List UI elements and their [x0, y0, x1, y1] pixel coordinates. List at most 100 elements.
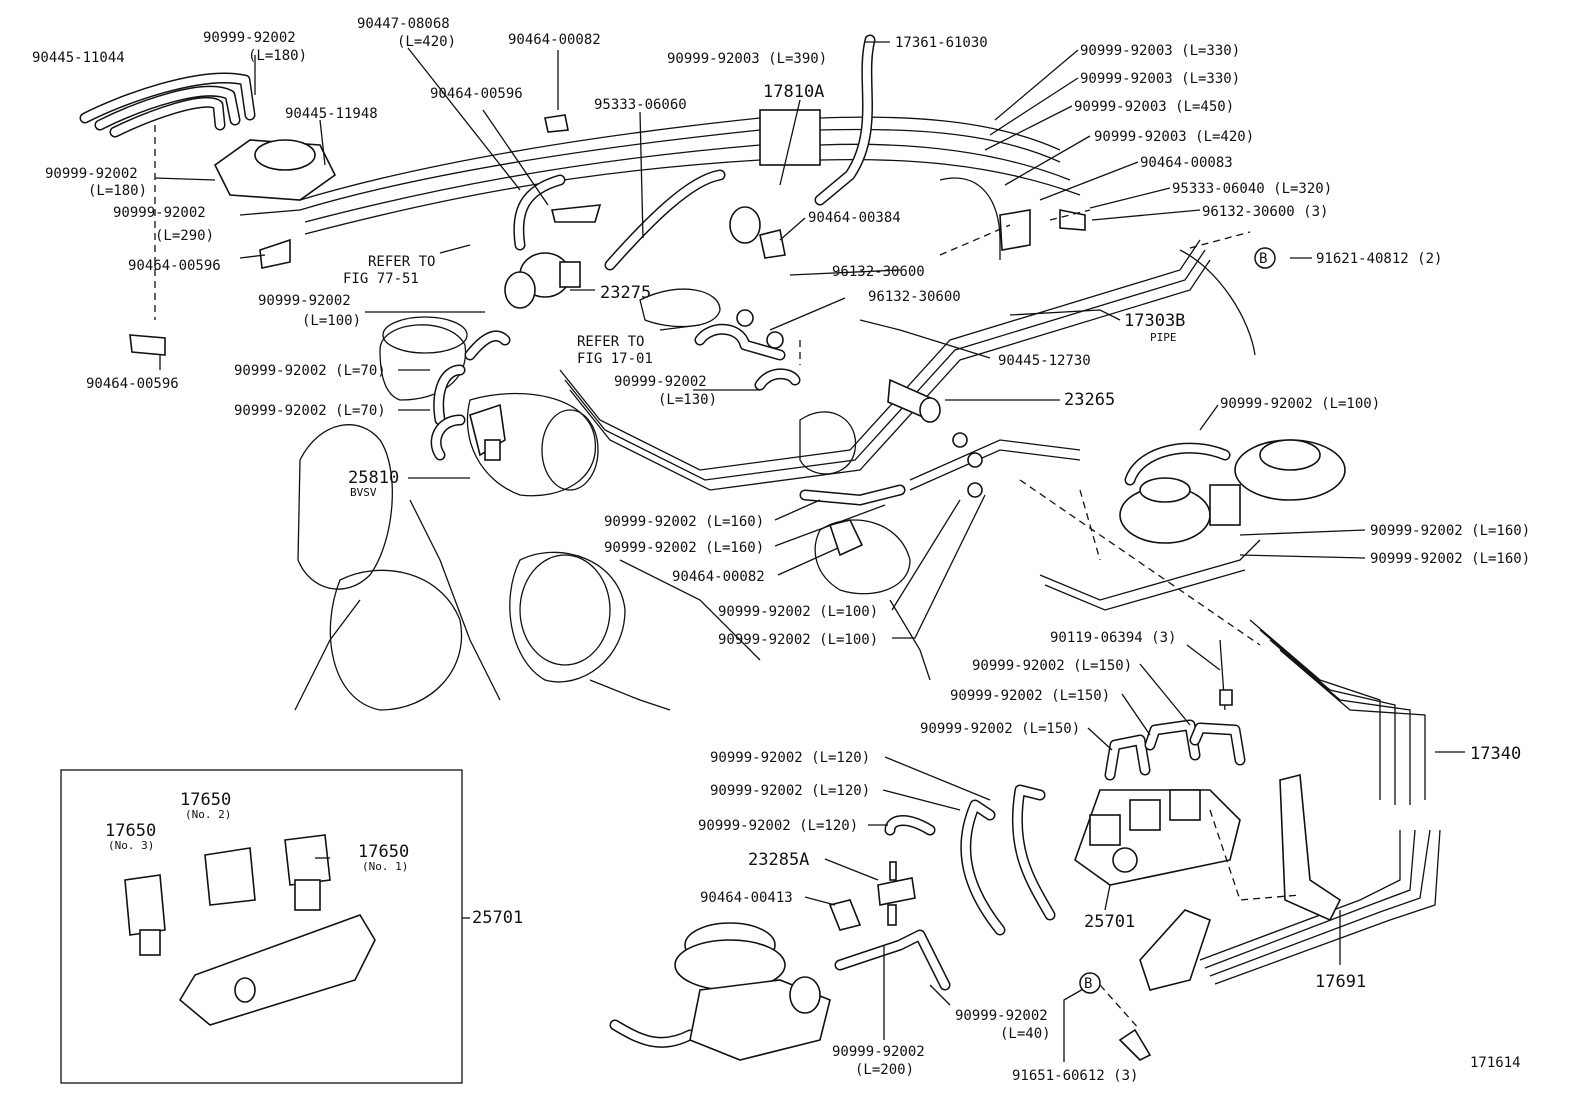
part-label-p9: 90999-92003 (L=450)	[1074, 99, 1234, 115]
part-label-p7: 90999-92003 (L=330)	[1080, 43, 1240, 59]
part-label-p25: REFER TO	[368, 254, 435, 270]
part-label-p28b: FIG 17-01	[577, 351, 653, 367]
vsv-bracket-25701-main	[1074, 639, 1241, 886]
part-label-p58: 90999-92002	[832, 1044, 925, 1060]
part-label-p19: 90999-92002	[45, 166, 138, 182]
part-label-p4: 90464-00082	[508, 32, 601, 48]
canister-top-left	[213, 139, 337, 201]
part-label-p40: 90999-92002 (L=160)	[1370, 523, 1530, 539]
part-label-p42: 90464-00082	[672, 569, 765, 585]
part-label-p57b: (L=40)	[1000, 1026, 1051, 1042]
part-label-p49: 17340	[1470, 744, 1521, 764]
part-label-p11: 90464-00083	[1140, 155, 1233, 171]
rubber-hoses	[79, 34, 1246, 1048]
clamps	[129, 114, 1086, 931]
part-label-p30: 90445-12730	[998, 353, 1091, 369]
part-label-p59: 91651-60612 (3)	[1012, 1068, 1138, 1084]
leader-lines	[154, 41, 1465, 1062]
part-label-p43: 90999-92002 (L=100)	[718, 604, 878, 620]
diaphragm-bottom	[674, 922, 831, 1061]
part-label-p60b: (No. 2)	[185, 808, 231, 821]
part-label-p41: 90999-92002 (L=160)	[1370, 551, 1530, 567]
part-label-p62b: (No. 1)	[362, 860, 408, 873]
part-label-p39: 90999-92002 (L=160)	[604, 540, 764, 556]
inset-box	[60, 769, 463, 1084]
part-label-p24: 90464-00596	[128, 258, 221, 274]
part-label-p16: 90464-00596	[430, 86, 523, 102]
part-label-p3b: (L=420)	[397, 34, 456, 50]
part-label-p34b: (L=130)	[658, 392, 717, 408]
part-label-p61: 17650	[105, 821, 156, 841]
part-label-p57: 90999-92002	[955, 1008, 1048, 1024]
part-label-p55: 25701	[1084, 912, 1135, 932]
part-label-p8: 90999-92003 (L=330)	[1080, 71, 1240, 87]
part-label-p44: 90999-92002 (L=100)	[718, 632, 878, 648]
part-label-p32: 90999-92002 (L=70)	[234, 363, 386, 379]
marker-b-top: B	[1254, 247, 1276, 269]
part-label-p62: 17650	[358, 842, 409, 862]
figure-id: 171614	[1470, 1055, 1521, 1071]
part-label-p33: 90999-92002 (L=70)	[234, 403, 386, 419]
tvsv-17810a	[729, 109, 821, 244]
part-label-p18: 17810A	[763, 82, 824, 102]
bvsv-25810	[469, 403, 506, 461]
part-label-p37: 25810	[348, 468, 399, 488]
part-label-p17: 95333-06060	[594, 97, 687, 113]
part-label-p29: 17303B	[1124, 311, 1185, 331]
vsv-23275	[504, 252, 581, 309]
part-label-p52: 90999-92002 (L=120)	[698, 818, 858, 834]
vacuum-pipes	[299, 116, 1441, 985]
part-label-p53: 23285A	[748, 850, 809, 870]
part-label-p23: 96132-30600	[868, 289, 961, 305]
canister-23285a	[877, 861, 916, 926]
part-label-p29b: PIPE	[1150, 331, 1177, 344]
part-label-p28: REFER TO	[577, 334, 644, 350]
part-label-p20: 90999-92002	[113, 205, 206, 221]
egr-modulator-right	[1119, 439, 1346, 544]
part-label-p37b: BVSV	[350, 486, 377, 499]
part-label-p38: 90999-92002 (L=160)	[604, 514, 764, 530]
part-label-p35: 23265	[1064, 390, 1115, 410]
part-label-p20b: (L=290)	[155, 228, 214, 244]
part-label-p63: 25701	[472, 908, 523, 928]
part-label-p26b: (L=100)	[302, 313, 361, 329]
part-label-p45: 90119-06394 (3)	[1050, 630, 1176, 646]
engine-outline	[294, 177, 1256, 711]
sensor-23265	[887, 378, 941, 423]
part-labels: 90445-1104490999-92002(L=180)90447-08068…	[32, 16, 1530, 1084]
bracket-17691	[1118, 773, 1342, 1061]
part-label-p10: 90999-92003 (L=420)	[1094, 129, 1254, 145]
part-label-p61b: (No. 3)	[108, 839, 154, 852]
part-label-p1: 90445-11044	[32, 50, 125, 66]
part-label-p51: 90999-92002 (L=120)	[710, 783, 870, 799]
part-label-p36: 90999-92002 (L=100)	[1220, 396, 1380, 412]
part-label-p31: 90464-00596	[86, 376, 179, 392]
part-label-p12: 95333-06040 (L=320)	[1172, 181, 1332, 197]
part-label-p26: 90999-92002	[258, 293, 351, 309]
svg-text:B: B	[1084, 976, 1092, 992]
part-label-p58b: (L=200)	[855, 1062, 914, 1078]
part-label-p2: 90999-92002	[203, 30, 296, 46]
svg-text:B: B	[1259, 251, 1267, 267]
part-label-p5: 17361-61030	[895, 35, 988, 51]
marker-b-bottom: B	[1079, 972, 1101, 994]
part-label-p14: 91621-40812 (2)	[1316, 251, 1442, 267]
part-label-p60: 17650	[180, 790, 231, 810]
part-label-p13: 96132-30600 (3)	[1202, 204, 1328, 220]
part-label-p3: 90447-08068	[357, 16, 450, 32]
part-label-p21: 90464-00384	[808, 210, 901, 226]
part-label-p25b: FIG 77-51	[343, 271, 419, 287]
part-label-p50: 90999-92002 (L=120)	[710, 750, 870, 766]
part-label-p34: 90999-92002	[614, 374, 707, 390]
part-label-p6: 90999-92003 (L=390)	[667, 51, 827, 67]
part-label-p19b: (L=180)	[88, 183, 147, 199]
part-label-p27: 23275	[600, 283, 651, 303]
dashed-lines	[154, 125, 1301, 1031]
part-label-p2b: (L=180)	[248, 48, 307, 64]
part-label-p54: 90464-00413	[700, 890, 793, 906]
part-label-p46: 90999-92002 (L=150)	[972, 658, 1132, 674]
part-label-p22: 96132-30600	[832, 264, 925, 280]
part-label-p48: 90999-92002 (L=150)	[920, 721, 1080, 737]
